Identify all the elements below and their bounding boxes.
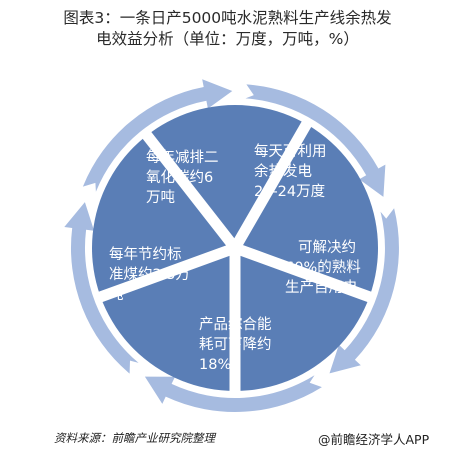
segment-4-label: 每年节约标 准煤约2.5万 吨 xyxy=(109,246,195,303)
segment-2-label: 可解决约 60%的熟料 生产自用电 xyxy=(285,239,365,296)
title-line-1: 图表3：一条日产5000吨水泥熟料生产线余热发 xyxy=(63,9,392,27)
watermark-credit: @前瞻经济学人APP xyxy=(318,432,430,447)
cycle-arrow-4 xyxy=(64,202,139,374)
title-line-2: 电效益分析（单位：万度，万吨，%） xyxy=(96,30,359,48)
source-note: 资料来源：前瞻产业研究院整理 xyxy=(54,431,215,445)
cycle-arrow-3 xyxy=(144,375,322,412)
cycle-arrow-ring xyxy=(64,79,399,412)
segment-5-label: 每年减排二 氧化碳约6 万吨 xyxy=(146,149,223,206)
cycle-arrow-2 xyxy=(329,208,399,374)
segment-wheel xyxy=(92,105,378,393)
cycle-arrow-1 xyxy=(245,84,386,197)
segment-divider-2 xyxy=(233,242,374,303)
cycle-arrow-5 xyxy=(82,79,233,192)
segment-divider-4 xyxy=(96,242,237,303)
segment-divider-5 xyxy=(141,130,240,252)
segment-3-label: 产品综合能 耗可下降约 18% xyxy=(199,316,276,373)
segment-labels: 每天可利用 余热发电 21-24万度 可解决约 60%的熟料 生产自用电 产品综… xyxy=(109,143,365,373)
segment-divider-1 xyxy=(230,119,313,251)
segment-1-label: 每天可利用 余热发电 21-24万度 xyxy=(254,143,331,200)
chart-title: 图表3：一条日产5000吨水泥熟料生产线余热发 电效益分析（单位：万度，万吨，%… xyxy=(30,8,425,50)
